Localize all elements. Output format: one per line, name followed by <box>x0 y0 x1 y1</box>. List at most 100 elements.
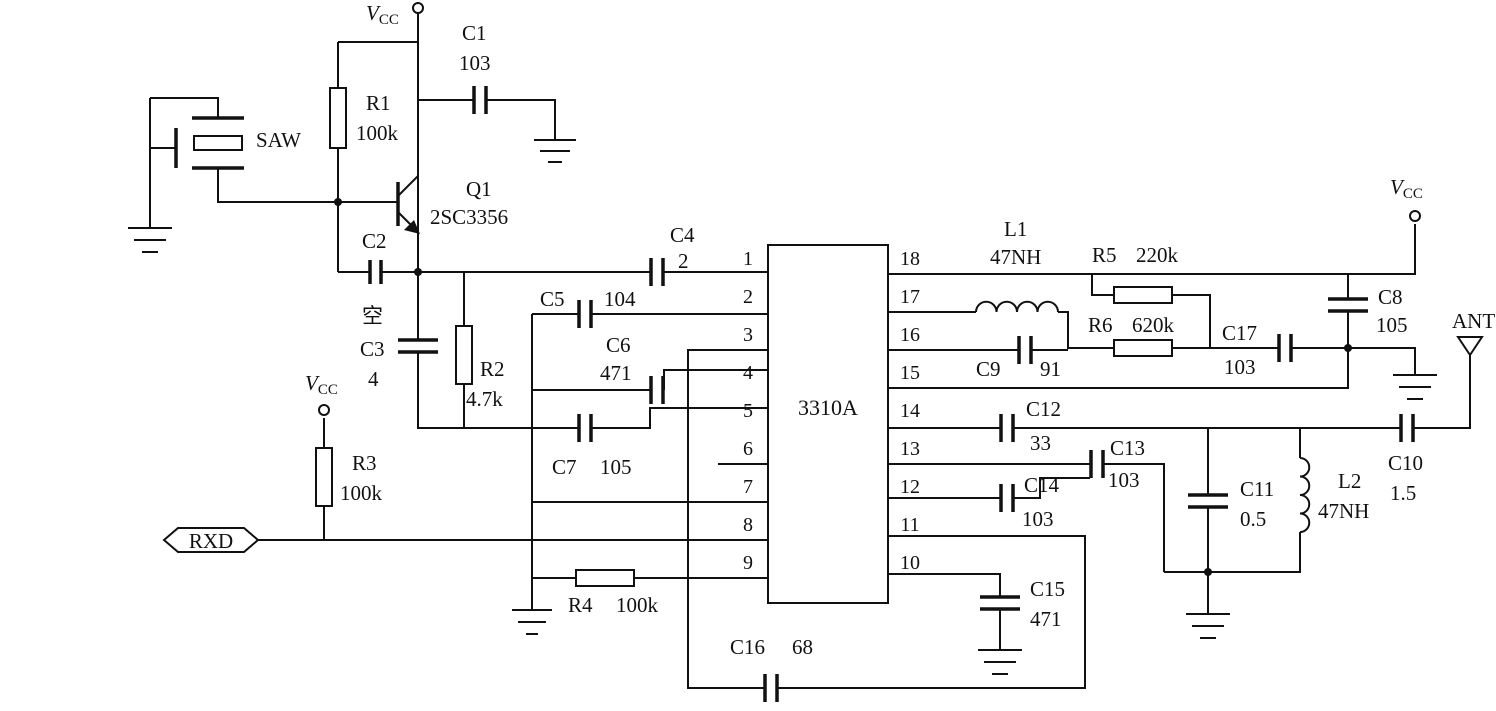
ground-icon <box>512 609 552 635</box>
c16-ref: C16 <box>730 635 765 659</box>
inductors <box>975 300 1311 533</box>
c12-value: 33 <box>1030 431 1051 455</box>
r3-ref: R3 <box>352 451 377 475</box>
c5-ref: C5 <box>540 287 565 311</box>
ic-pin-label: 6 <box>743 438 753 460</box>
r5-ref: R5 <box>1092 243 1117 267</box>
r4-ref: R4 <box>568 593 593 617</box>
l1-value: 47NH <box>990 245 1041 269</box>
q1-ref: Q1 <box>466 177 492 201</box>
c3-ref: C3 <box>360 337 385 361</box>
c12-capacitor <box>999 414 1015 442</box>
r5-resistor <box>1113 286 1173 304</box>
ic-pin-label: 13 <box>900 438 920 460</box>
r3-resistor <box>315 447 333 507</box>
r2-ref: R2 <box>480 357 505 381</box>
ic-body <box>767 244 889 604</box>
l2-inductor <box>1299 457 1311 533</box>
c2-ref: C2 <box>362 229 387 253</box>
r6-ref: R6 <box>1088 313 1113 337</box>
c13-ref: C13 <box>1110 436 1145 460</box>
c15-capacitor <box>980 595 1020 611</box>
junction-dot <box>334 198 342 206</box>
r6-resistor <box>1113 339 1173 357</box>
l2-ref: L2 <box>1338 469 1361 493</box>
q1-transistor <box>396 140 420 234</box>
antenna-icon <box>1456 336 1484 357</box>
rxd-connector: RXD <box>162 527 260 553</box>
vcc-label: VCC <box>305 371 338 398</box>
component-labels: C1 103 R1 100k SAW Q1 2SC3356 C2 空 C3 4 … <box>256 21 1495 659</box>
c10-capacitor <box>1399 414 1415 442</box>
c14-ref: C14 <box>1024 473 1060 497</box>
r6-value: 620k <box>1132 313 1175 337</box>
l1-ref: L1 <box>1004 217 1027 241</box>
ic-label: 3310A <box>798 395 858 420</box>
c16-capacitor <box>763 674 779 702</box>
c4-value: 2 <box>678 249 689 273</box>
ic-pin-label: 14 <box>900 400 920 422</box>
vcc-terminal-left <box>318 404 330 416</box>
c3-value: 4 <box>368 367 379 391</box>
c9-value: 91 <box>1040 357 1061 381</box>
r5-value: 220k <box>1136 243 1179 267</box>
vcc-terminal-top <box>412 2 424 14</box>
ic-pin-label: 10 <box>900 552 920 574</box>
vcc-labels: VCC VCC VCC <box>305 1 1423 398</box>
c8-capacitor <box>1328 297 1368 313</box>
saw-resonator <box>174 116 244 170</box>
resistors <box>315 87 1173 587</box>
c8-value: 105 <box>1376 313 1408 337</box>
vcc-label: VCC <box>1390 175 1423 202</box>
vcc-terminal-right <box>1409 210 1421 222</box>
l1-inductor <box>975 300 1059 313</box>
ic-pin-label: 1 <box>743 248 753 270</box>
c5-capacitor <box>577 300 593 328</box>
c7-capacitor <box>577 414 593 442</box>
c2-capacitor <box>368 260 383 284</box>
ic-pin-label: 2 <box>743 286 753 308</box>
c4-capacitor <box>649 258 665 286</box>
c16-value: 68 <box>792 635 813 659</box>
ic-pin-label: 12 <box>900 476 920 498</box>
c9-capacitor <box>1017 336 1033 364</box>
ant-label: ANT <box>1452 309 1495 333</box>
wires <box>149 12 1471 689</box>
c7-value: 105 <box>600 455 632 479</box>
c11-ref: C11 <box>1240 477 1274 501</box>
ic-pin-label: 3 <box>743 324 753 346</box>
c15-value: 471 <box>1030 607 1062 631</box>
ic-pin-label: 15 <box>900 362 920 384</box>
c8-ref: C8 <box>1378 285 1403 309</box>
l2-value: 47NH <box>1318 499 1369 523</box>
junction-dot <box>1344 344 1352 352</box>
c5-value: 104 <box>604 287 636 311</box>
ic-pin-label: 8 <box>743 514 753 536</box>
c9-ref: C9 <box>976 357 1001 381</box>
ground-icon <box>1186 613 1230 639</box>
c13-capacitor <box>1089 450 1105 478</box>
c11-capacitor <box>1188 493 1228 509</box>
ic-pin-label: 18 <box>900 248 920 270</box>
c14-capacitor <box>999 484 1015 512</box>
c10-value: 1.5 <box>1390 481 1416 505</box>
ic-pin-label: 7 <box>743 476 753 498</box>
c6-ref: C6 <box>606 333 631 357</box>
ground-icon <box>978 649 1022 675</box>
vcc-terminals <box>318 2 1421 416</box>
r4-resistor <box>575 569 635 587</box>
c15-ref: C15 <box>1030 577 1065 601</box>
q1-value: 2SC3356 <box>430 205 508 229</box>
ic-pin-label: 4 <box>743 362 753 384</box>
capacitors <box>368 86 1415 702</box>
c3-capacitor <box>398 338 438 354</box>
c1-value: 103 <box>459 51 491 75</box>
c14-value: 103 <box>1022 507 1054 531</box>
junction-dots <box>334 198 1352 576</box>
c10-ref: C10 <box>1388 451 1423 475</box>
rxd-label: RXD <box>189 529 233 553</box>
